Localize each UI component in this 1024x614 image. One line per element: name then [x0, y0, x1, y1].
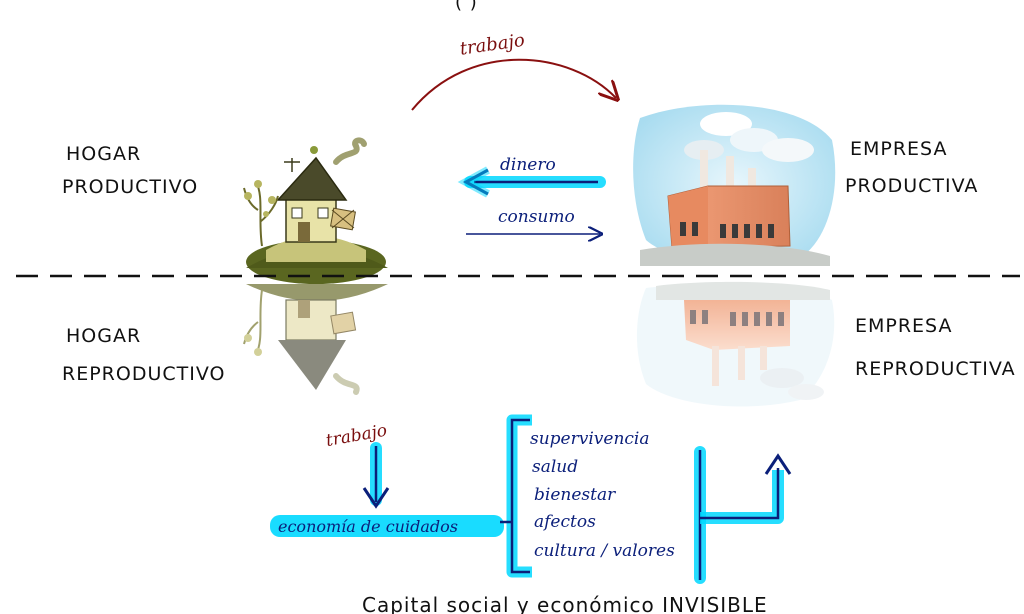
factory-reflection — [636, 281, 835, 407]
empresa-reproductiva-line1: EMPRESA — [855, 315, 952, 337]
bottom-capital-text: Capital social y económico INVISIBLE — [362, 593, 768, 614]
hogar-productivo-line1: HOGAR — [66, 143, 141, 165]
hogar-reproductivo-line2: REPRODUCTIVO — [62, 363, 225, 385]
item-cultura-valores: cultura / valores — [534, 541, 675, 561]
dinero-label: dinero — [500, 155, 556, 175]
house-reflection — [243, 284, 388, 395]
trabajo-top-label: trabajo — [459, 30, 527, 60]
factory-illustration — [633, 104, 836, 266]
hogar-productivo-line2: PRODUCTIVO — [62, 176, 198, 198]
economia-highlight — [270, 515, 504, 537]
trabajo-arrow-top — [411, 58, 616, 111]
item-afectos: afectos — [534, 512, 596, 532]
economia-cuidados-label: economía de cuidados — [278, 517, 458, 536]
empresa-productiva-line1: EMPRESA — [850, 138, 947, 160]
dinero-flow — [457, 166, 606, 198]
consumo-label: consumo — [498, 207, 575, 227]
top-partial-text: ( ) — [455, 0, 478, 13]
empresa-productiva-line2: PRODUCTIVA — [845, 175, 978, 197]
empresa-reproductiva-flow — [694, 446, 792, 584]
empresa-reproductiva-line2: REPRODUCTIVA — [855, 358, 1016, 380]
item-supervivencia: supervivencia — [530, 429, 650, 449]
hogar-reproductivo-line1: HOGAR — [66, 325, 141, 347]
trabajo-down-arrow — [362, 442, 390, 509]
item-bienestar: bienestar — [534, 485, 616, 505]
house-illustration — [243, 137, 388, 284]
item-salud: salud — [532, 457, 578, 477]
bracket — [500, 414, 532, 578]
